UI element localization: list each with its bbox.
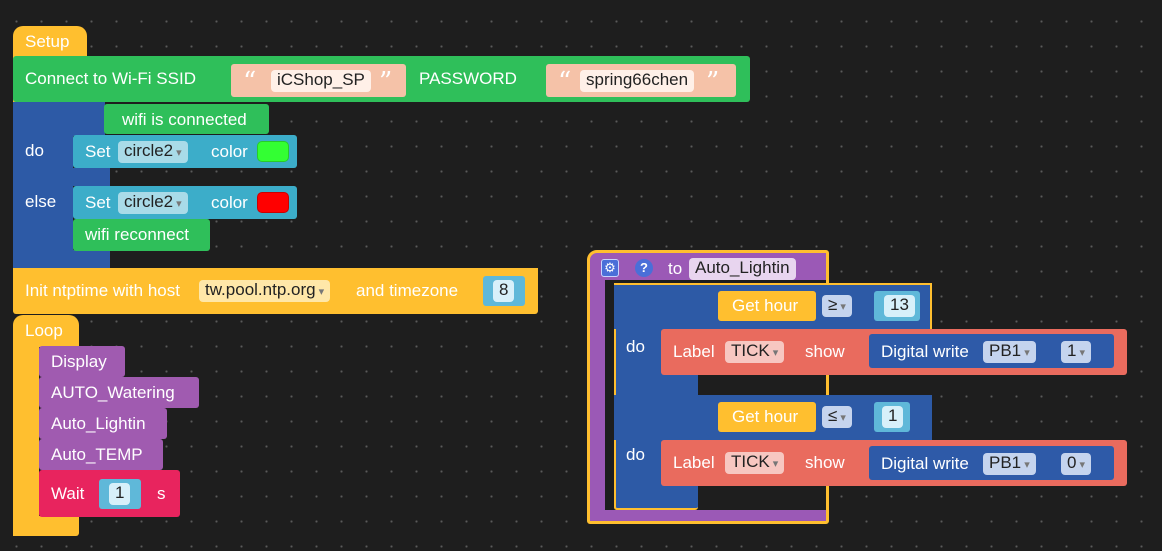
wait-label: Wait xyxy=(51,484,85,503)
wifi-reconnect-label: wifi reconnect xyxy=(85,225,189,244)
procedure-call-label: AUTO_Watering xyxy=(51,383,175,402)
procedure-name-input[interactable]: Auto_Lightin xyxy=(689,258,796,280)
red-color-swatch[interactable] xyxy=(257,192,289,213)
if-hour-le-footer xyxy=(614,486,698,510)
do-label: do xyxy=(626,337,645,356)
pin-value-dropdown[interactable]: 1 xyxy=(1061,341,1092,363)
do-label: do xyxy=(25,141,44,160)
wifi-is-connected-block[interactable]: wifi is connected xyxy=(104,104,269,134)
seconds-unit-label: s xyxy=(157,484,166,503)
if-footer-bar xyxy=(13,250,110,268)
init-ntptime-block[interactable]: Init ntptime with host tw.pool.ntp.org a… xyxy=(13,268,538,314)
pin-dropdown[interactable]: PB1 xyxy=(983,453,1036,475)
pin-value-dropdown[interactable]: 0 xyxy=(1061,453,1092,475)
close-quote-icon: ” xyxy=(706,67,720,97)
show-label: show xyxy=(805,342,845,361)
color-label: color xyxy=(211,193,248,212)
wifi-is-connected-label: wifi is connected xyxy=(122,110,247,129)
set-label: Set xyxy=(85,193,111,212)
close-quote-icon: ” xyxy=(379,67,393,97)
setup-hat-label: Setup xyxy=(25,32,70,51)
compare-number-block[interactable]: 1 xyxy=(874,402,910,432)
compare-operator-dropdown[interactable]: ≥ xyxy=(822,295,852,317)
display-call-block[interactable]: Display xyxy=(39,346,125,377)
ssid-input[interactable]: iCShop_SP xyxy=(271,70,371,92)
set-label: Set xyxy=(85,142,111,161)
timezone-number-block[interactable]: 8 xyxy=(483,276,525,306)
pin-dropdown[interactable]: PB1 xyxy=(983,341,1036,363)
wifi-connect-block[interactable]: Connect to Wi-Fi SSID “ iCShop_SP ” PASS… xyxy=(13,56,750,102)
timezone-label: and timezone xyxy=(356,281,459,300)
ntp-host-dropdown[interactable]: tw.pool.ntp.org xyxy=(199,280,331,302)
password-text-block[interactable]: “ spring66chen ” xyxy=(546,64,736,97)
sprite-dropdown[interactable]: circle2 xyxy=(118,192,188,214)
init-ntptime-label: Init ntptime with host xyxy=(25,281,180,300)
wifi-reconnect-block[interactable]: wifi reconnect xyxy=(73,219,210,251)
loop-body-bar xyxy=(13,340,39,536)
hour-ge-compare-block[interactable]: Get hour ≥ 13 xyxy=(706,287,928,325)
if-else-mid-bar xyxy=(13,168,110,186)
label-target-dropdown[interactable]: TICK xyxy=(725,341,785,363)
show-label: show xyxy=(805,453,845,472)
procedure-call-label: Auto_TEMP xyxy=(51,445,143,464)
procedure-call-label: Display xyxy=(51,352,107,371)
else-label: else xyxy=(25,192,57,211)
compare-number-input[interactable]: 1 xyxy=(882,406,904,428)
compare-operator-dropdown[interactable]: ≤ xyxy=(822,406,852,428)
open-quote-icon: “ xyxy=(558,67,572,97)
label-keyword: Label xyxy=(673,453,715,472)
compare-number-block[interactable]: 13 xyxy=(874,291,920,321)
get-hour-block[interactable]: Get hour xyxy=(718,402,816,432)
wait-number-block[interactable]: 1 xyxy=(99,479,141,509)
gear-icon[interactable]: ⚙ xyxy=(601,259,619,277)
wait-block[interactable]: Wait 1 s xyxy=(39,470,180,517)
if-header-bar xyxy=(13,102,105,136)
label-keyword: Label xyxy=(673,342,715,361)
ssid-text-block[interactable]: “ iCShop_SP ” xyxy=(231,64,406,97)
to-label: to xyxy=(668,259,683,278)
wait-input[interactable]: 1 xyxy=(109,483,131,505)
label-show-block-2[interactable]: Label TICK show Digital write PB1 0 xyxy=(661,440,1127,486)
digital-write-label: Digital write xyxy=(881,342,969,361)
set-color-green-block[interactable]: Set circle2 color xyxy=(73,135,297,168)
auto-watering-call-block[interactable]: AUTO_Watering xyxy=(39,377,199,408)
get-hour-block[interactable]: Get hour xyxy=(718,291,816,321)
digital-write-label: Digital write xyxy=(881,454,969,473)
green-color-swatch[interactable] xyxy=(257,141,289,162)
do-label: do xyxy=(626,445,645,464)
procedure-call-label: Auto_Lightin xyxy=(51,414,146,433)
set-color-red-block[interactable]: Set circle2 color xyxy=(73,186,297,219)
loop-hat-label: Loop xyxy=(25,321,63,340)
get-hour-label: Get hour xyxy=(732,407,799,426)
label-show-block-1[interactable]: Label TICK show Digital write PB1 1 xyxy=(661,329,1127,375)
auto-lightin-call-block[interactable]: Auto_Lightin xyxy=(39,408,167,439)
timezone-input[interactable]: 8 xyxy=(493,280,515,302)
password-input[interactable]: spring66chen xyxy=(580,70,695,92)
get-hour-label: Get hour xyxy=(732,296,799,315)
hour-le-compare-block[interactable]: Get hour ≤ 1 xyxy=(706,398,916,436)
auto-temp-call-block[interactable]: Auto_TEMP xyxy=(39,439,163,470)
wifi-connect-label: Connect to Wi-Fi SSID xyxy=(25,69,196,88)
compare-number-input[interactable]: 13 xyxy=(884,295,915,317)
digital-write-block[interactable]: Digital write PB1 1 xyxy=(869,334,1114,368)
loop-footer-bar xyxy=(13,516,79,536)
password-label: PASSWORD xyxy=(419,69,517,88)
open-quote-icon: “ xyxy=(243,67,257,97)
color-label: color xyxy=(211,142,248,161)
digital-write-block[interactable]: Digital write PB1 0 xyxy=(869,446,1114,480)
sprite-dropdown[interactable]: circle2 xyxy=(118,141,188,163)
help-icon[interactable]: ? xyxy=(635,259,653,277)
label-target-dropdown[interactable]: TICK xyxy=(725,452,785,474)
if-hour-ge-footer xyxy=(614,375,698,395)
